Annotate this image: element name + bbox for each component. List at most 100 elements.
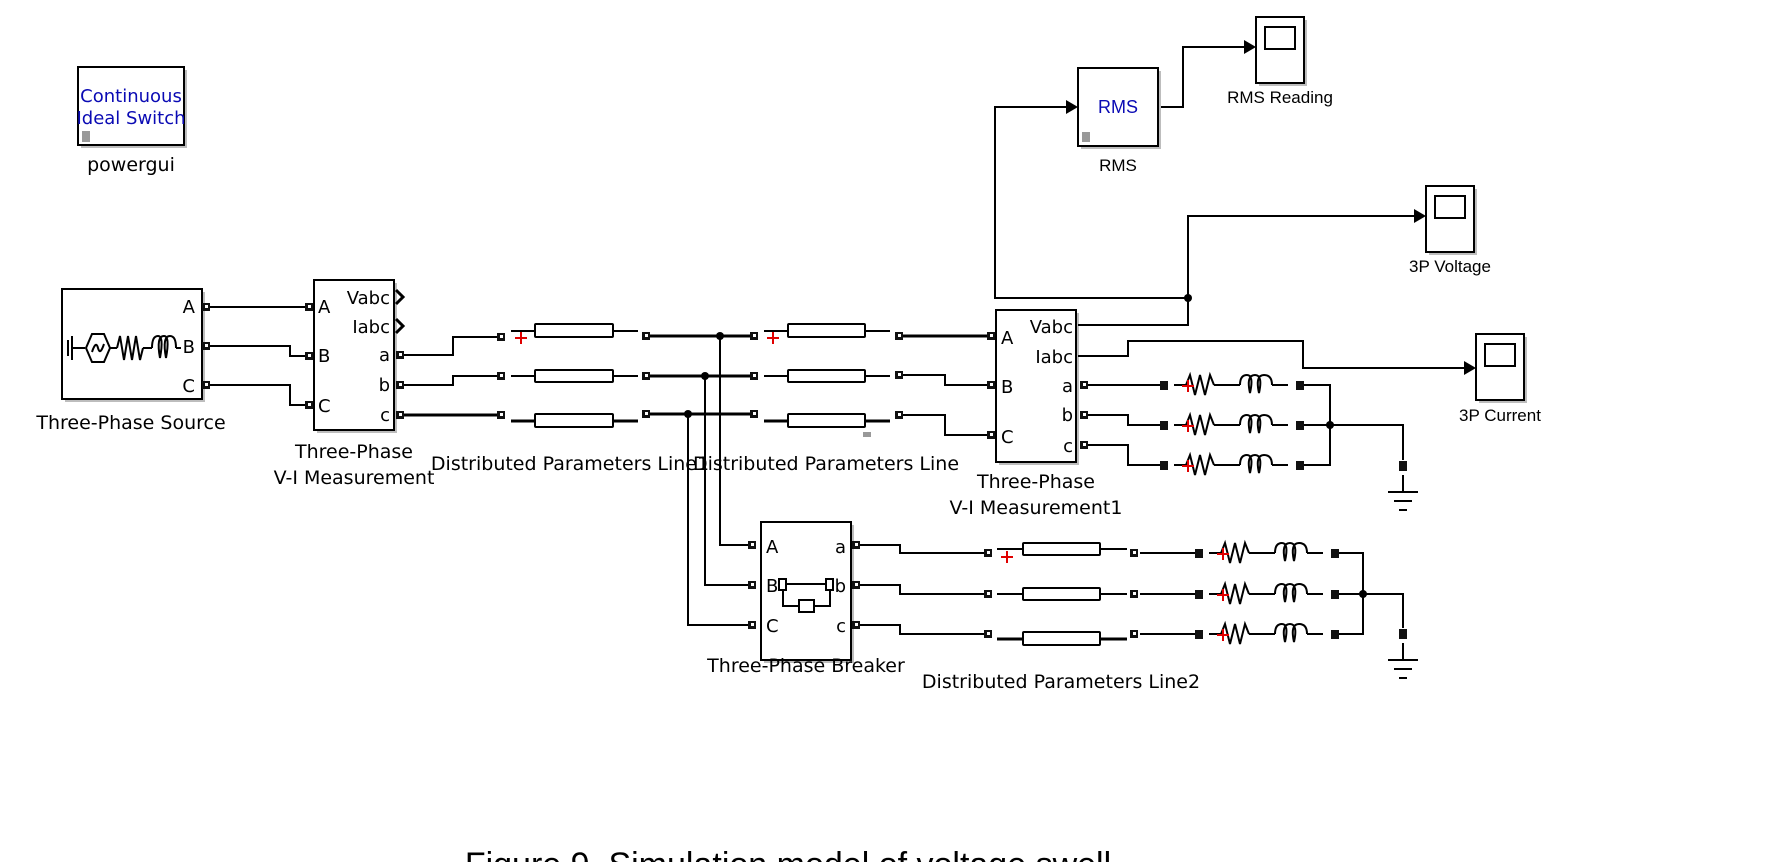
3p-voltage-scope[interactable] — [1425, 185, 1477, 255]
port-square-inner — [1083, 383, 1086, 386]
vi1-in-b: B — [318, 346, 330, 367]
vi1-out-a: a — [379, 345, 390, 366]
powergui-plug-icon — [82, 131, 90, 142]
polarity-plus-icon — [1182, 460, 1194, 472]
port-square-inner — [205, 344, 208, 347]
vi-measurement-label-line1: Three-Phase — [294, 441, 413, 463]
vi1-out-b: b — [379, 375, 390, 396]
vi-measurement1-label-line1: Three-Phase — [976, 471, 1095, 493]
port-square-inner — [855, 543, 858, 546]
port-square-inner — [308, 403, 311, 406]
distributed-parameters-line-block[interactable] — [764, 323, 890, 437]
line1-polarity-plus-icon — [515, 332, 527, 344]
three-phase-source-block[interactable]: A B C — [61, 288, 205, 402]
vi2-out-iabc: Iabc — [1035, 347, 1073, 368]
breaker-out-c: c — [836, 616, 846, 637]
port-square-inner — [898, 373, 901, 376]
port-square-inner — [855, 583, 858, 586]
breaker-in-b: B — [766, 576, 778, 597]
port-square-inner — [987, 592, 990, 595]
port-square-inner — [205, 383, 208, 386]
polarity-plus-icon — [1217, 548, 1229, 560]
rl-branch — [1160, 411, 1304, 436]
vi-measurement-block[interactable]: A B C Vabc Iabc a b c — [313, 279, 406, 433]
vi-measurement-label-line2: V-I Measurement — [274, 467, 435, 489]
three-phase-source-label: Three-Phase Source — [35, 412, 225, 434]
distributed-parameters-line1-label: Distributed Parameters Line1 — [431, 453, 709, 475]
breaker-to-line2-wires — [860, 544, 984, 635]
port-square-inner — [1133, 632, 1136, 635]
vi1-in-a: A — [318, 297, 331, 318]
port-square — [1160, 421, 1168, 430]
port-square-inner — [645, 374, 648, 377]
rl-load-lower[interactable] — [1195, 539, 1339, 645]
breaker-out-b: b — [835, 576, 846, 597]
vi2-out-b: b — [1062, 405, 1073, 426]
source-port-a-label: A — [183, 297, 196, 318]
vi2-out-vabc: Vabc — [1030, 317, 1073, 338]
rl-load-upper[interactable] — [1160, 371, 1304, 476]
port-square-inner — [500, 374, 503, 377]
vi1-out-vabc: Vabc — [347, 288, 390, 309]
three-phase-breaker-label: Three-Phase Breaker — [706, 655, 905, 677]
inductor-icon — [1239, 413, 1273, 434]
ground-icon — [1388, 461, 1418, 511]
inductor-icon — [1274, 541, 1308, 562]
distributed-parameters-line-label: Distributed Parameters Line — [693, 453, 959, 475]
port-square — [1195, 590, 1203, 599]
port-square — [1195, 630, 1203, 639]
ports-layer — [202, 303, 1138, 638]
distributed-parameters-line1-block[interactable] — [511, 323, 638, 428]
powergui-label: powergui — [87, 154, 175, 176]
rl-branch — [1160, 371, 1304, 396]
three-phase-breaker-block[interactable]: A B C a b c — [760, 521, 854, 663]
rms-reading-scope[interactable] — [1255, 16, 1307, 86]
source-port-c-label: C — [182, 376, 195, 397]
resistor-icon — [1185, 411, 1215, 436]
rms-plug-icon — [1082, 132, 1090, 142]
rl-branch — [1195, 580, 1339, 605]
port-square-inner — [205, 305, 208, 308]
source-port-b-label: B — [183, 337, 195, 358]
rms-reading-label: RMS Reading — [1227, 88, 1333, 107]
port-square-inner — [1083, 443, 1086, 446]
vi2-out-c: c — [1063, 436, 1073, 457]
scope-screen-icon — [1264, 26, 1296, 50]
port-square-inner — [645, 412, 648, 415]
port-square-inner — [1133, 551, 1136, 554]
line-polarity-plus-icon — [767, 332, 779, 344]
port-square-inner — [990, 433, 993, 436]
rms-block[interactable]: RMS — [1077, 67, 1161, 149]
breaker-in-a: A — [766, 537, 779, 558]
inductor-icon — [1274, 622, 1308, 643]
port-square-inner — [399, 413, 402, 416]
line-to-vi2-wires — [903, 334, 988, 436]
port-square — [1195, 549, 1203, 558]
signal-wires — [994, 40, 1476, 375]
line2-to-load-wires — [1140, 552, 1404, 635]
port-square-inner — [990, 383, 993, 386]
resistor-icon — [1185, 451, 1215, 476]
source-symbol-icon — [67, 333, 181, 363]
resistor-icon — [1185, 371, 1215, 396]
scope-screen-icon — [1434, 195, 1466, 219]
vi1-out-iabc: Iabc — [352, 317, 390, 338]
3p-current-scope[interactable] — [1475, 333, 1527, 403]
polarity-plus-icon — [1217, 589, 1229, 601]
port-square — [1331, 549, 1339, 558]
vi-measurement1-label-line2: V-I Measurement1 — [950, 497, 1123, 519]
port-square — [1160, 461, 1168, 470]
polarity-plus-icon — [1182, 420, 1194, 432]
port-square-inner — [1083, 413, 1086, 416]
powergui-line2: Ideal Switch — [76, 108, 185, 129]
powergui-block[interactable]: Continuous Ideal Switch — [76, 66, 187, 148]
ground-icon — [1388, 629, 1418, 679]
port-square-inner — [308, 354, 311, 357]
port-square-inner — [990, 334, 993, 337]
port-square-inner — [308, 305, 311, 308]
breaker-out-a: a — [835, 537, 846, 558]
port-square-inner — [753, 334, 756, 337]
distributed-parameters-line2-block[interactable] — [997, 542, 1127, 646]
port-square — [1331, 630, 1339, 639]
vi-measurement1-block[interactable]: A B C Vabc Iabc a b c — [995, 309, 1079, 465]
